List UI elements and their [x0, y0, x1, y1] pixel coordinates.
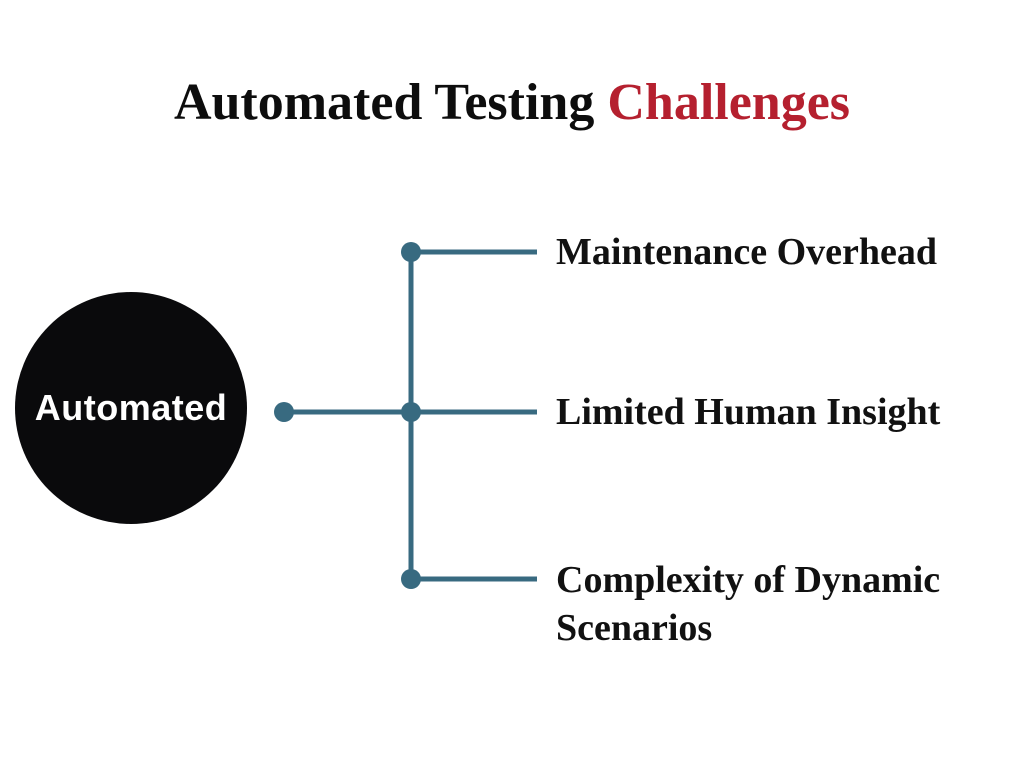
challenge-item-maintenance-overhead: Maintenance Overhead — [556, 231, 938, 273]
title-red-part: Challenges — [607, 74, 851, 131]
automated-node: Automated — [15, 292, 247, 524]
connector-dot-top — [401, 242, 421, 262]
automated-node-label: Automated — [34, 387, 228, 428]
connector-dot-node — [274, 402, 294, 422]
challenge-item-limited-human-insight: Limited Human Insight — [556, 391, 941, 433]
title-black-part: Automated Testing — [173, 74, 608, 131]
connector-dot-bottom — [401, 569, 421, 589]
challenge-item-complexity-dynamic-scenarios: Complexity of Dynamic Scenarios — [556, 559, 941, 649]
page-title: Automated Testing Challenges — [0, 74, 1024, 131]
connector-dot-middle — [401, 402, 421, 422]
